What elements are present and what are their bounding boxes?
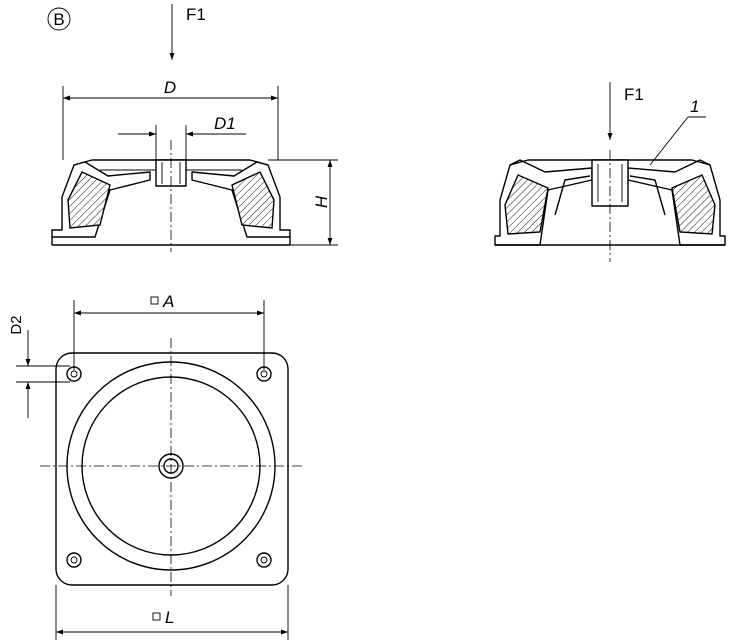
dim-h-label: H: [312, 195, 331, 208]
variant-badge: B: [47, 7, 71, 31]
mounting-hole: [256, 552, 272, 568]
force-label: F1: [186, 5, 206, 24]
dim-l-label: L: [165, 608, 174, 627]
plan-view: A D2 L: [8, 292, 302, 640]
dim-a-label: A: [162, 292, 174, 311]
dim-d1-label: D1: [214, 114, 236, 133]
rubber-element-right: [231, 171, 275, 229]
dim-d2-label: D2: [8, 315, 25, 334]
item-1-label: 1: [690, 97, 699, 116]
alternate-section-view: F1 1: [494, 82, 726, 262]
rubber-element-left: [67, 171, 111, 229]
mounting-hole: [66, 552, 82, 568]
mounting-hole: [256, 366, 272, 382]
dim-d-label: D: [164, 78, 176, 97]
mounting-hole: [66, 366, 82, 382]
variant-label: B: [53, 10, 64, 29]
base-plate: [55, 352, 289, 586]
side-section-view: F1 D D1 H: [51, 4, 338, 252]
force-label-2: F1: [624, 85, 644, 104]
